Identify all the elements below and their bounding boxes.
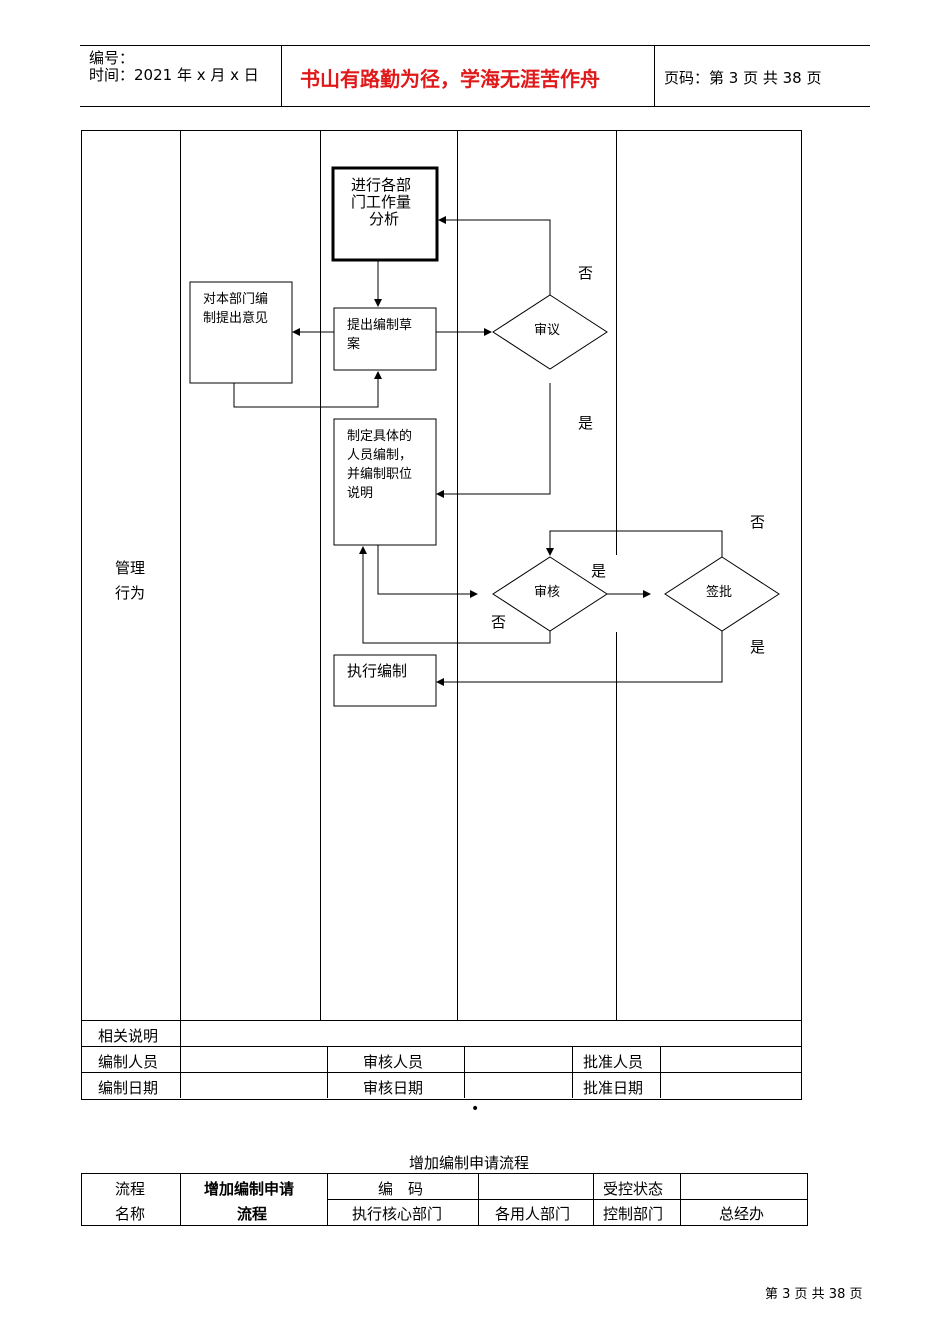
cell-divider bbox=[572, 1046, 573, 1098]
cell-label: 批准日期 bbox=[583, 1079, 644, 1097]
row-rule bbox=[327, 1199, 807, 1200]
lane-divider bbox=[616, 130, 617, 555]
box-text: 制提出意见 bbox=[203, 310, 268, 326]
header-divider bbox=[281, 45, 282, 107]
related-label: 相关说明 bbox=[98, 1027, 159, 1045]
box-text: 并编制职位 bbox=[347, 467, 412, 482]
lane-divider bbox=[320, 130, 321, 1020]
process-table bbox=[81, 1173, 808, 1226]
cell-label: 执行核心部门 bbox=[352, 1205, 443, 1223]
box-specify bbox=[333, 418, 437, 546]
cell-divider bbox=[180, 1173, 181, 1225]
box-text: 进行各部 bbox=[351, 176, 411, 194]
process-name: 增加编制申请 bbox=[204, 1180, 295, 1198]
diamond-text: 签批 bbox=[706, 584, 732, 600]
lane-label: 管理 bbox=[115, 559, 146, 577]
header-divider bbox=[654, 45, 655, 107]
box-text: 说明 bbox=[347, 486, 373, 501]
swimlane-frame bbox=[81, 130, 802, 1100]
box-text: 人员编制， bbox=[347, 448, 412, 463]
branch-label: 否 bbox=[578, 264, 593, 282]
bullet: • bbox=[471, 1101, 480, 1117]
page-label: 页码：第 3 页 共 38 页 bbox=[664, 69, 822, 87]
lane-label: 行为 bbox=[115, 584, 146, 602]
code-label: 编号： bbox=[89, 49, 135, 67]
box-draft bbox=[333, 307, 437, 371]
cell-label: 编制日期 bbox=[98, 1079, 159, 1097]
cell-label: 审核日期 bbox=[363, 1079, 424, 1097]
cell-divider bbox=[327, 1046, 328, 1098]
branch-label: 否 bbox=[491, 613, 506, 631]
cell-label: 批准人员 bbox=[583, 1053, 644, 1071]
section-title: 增加编制申请流程 bbox=[409, 1154, 530, 1172]
box-analyze bbox=[331, 166, 439, 262]
process-name: 流程 bbox=[237, 1205, 268, 1223]
box-text: 分析 bbox=[369, 210, 399, 228]
date-label: 时间：2021 年 x 月 x 日 bbox=[89, 66, 259, 84]
box-text: 提出编制草 bbox=[347, 317, 412, 333]
row-rule bbox=[81, 1046, 801, 1047]
diamond-text: 审议 bbox=[534, 323, 560, 338]
branch-label: 是 bbox=[750, 638, 765, 656]
row-rule bbox=[81, 1020, 801, 1021]
box-text: 对本部门编 bbox=[203, 292, 268, 307]
header-bottom-rule bbox=[80, 106, 870, 107]
flowchart: 进行各部 门工作量 分析 对本部门编 制提出意见 提出编制草 案 制定具体的 人… bbox=[189, 166, 780, 707]
row-rule bbox=[81, 1072, 801, 1073]
header-top-rule bbox=[80, 45, 870, 46]
branch-label: 是 bbox=[591, 562, 606, 580]
box-text: 门工作量 bbox=[351, 193, 411, 211]
cell-divider bbox=[464, 1046, 465, 1098]
cell-label: 各用人部门 bbox=[495, 1205, 571, 1223]
cell-divider bbox=[660, 1046, 661, 1098]
cell-value: 总经办 bbox=[719, 1205, 765, 1223]
cell-label: 审核人员 bbox=[363, 1053, 424, 1071]
lane-divider bbox=[457, 130, 458, 1020]
diamond-text: 审核 bbox=[534, 585, 560, 600]
page-footer: 第 3 页 共 38 页 bbox=[765, 1287, 863, 1302]
cell-label: 流程 bbox=[115, 1180, 146, 1198]
box-text: 案 bbox=[347, 337, 360, 352]
box-text: 制定具体的 bbox=[347, 428, 412, 444]
cell-label: 编制人员 bbox=[98, 1053, 159, 1071]
cell-label: 编 码 bbox=[378, 1180, 424, 1198]
diamond-review bbox=[492, 294, 608, 370]
lane-divider bbox=[616, 632, 617, 1020]
cell-label: 名称 bbox=[115, 1205, 146, 1223]
box-text: 执行编制 bbox=[347, 662, 407, 680]
motto: 书山有路勤为径，学海无涯苦作舟 bbox=[300, 67, 600, 91]
lane-divider bbox=[180, 130, 181, 1098]
cell-label: 控制部门 bbox=[603, 1205, 664, 1223]
branch-label: 否 bbox=[750, 513, 765, 531]
cell-label: 受控状态 bbox=[603, 1180, 664, 1198]
branch-label: 是 bbox=[578, 414, 593, 432]
